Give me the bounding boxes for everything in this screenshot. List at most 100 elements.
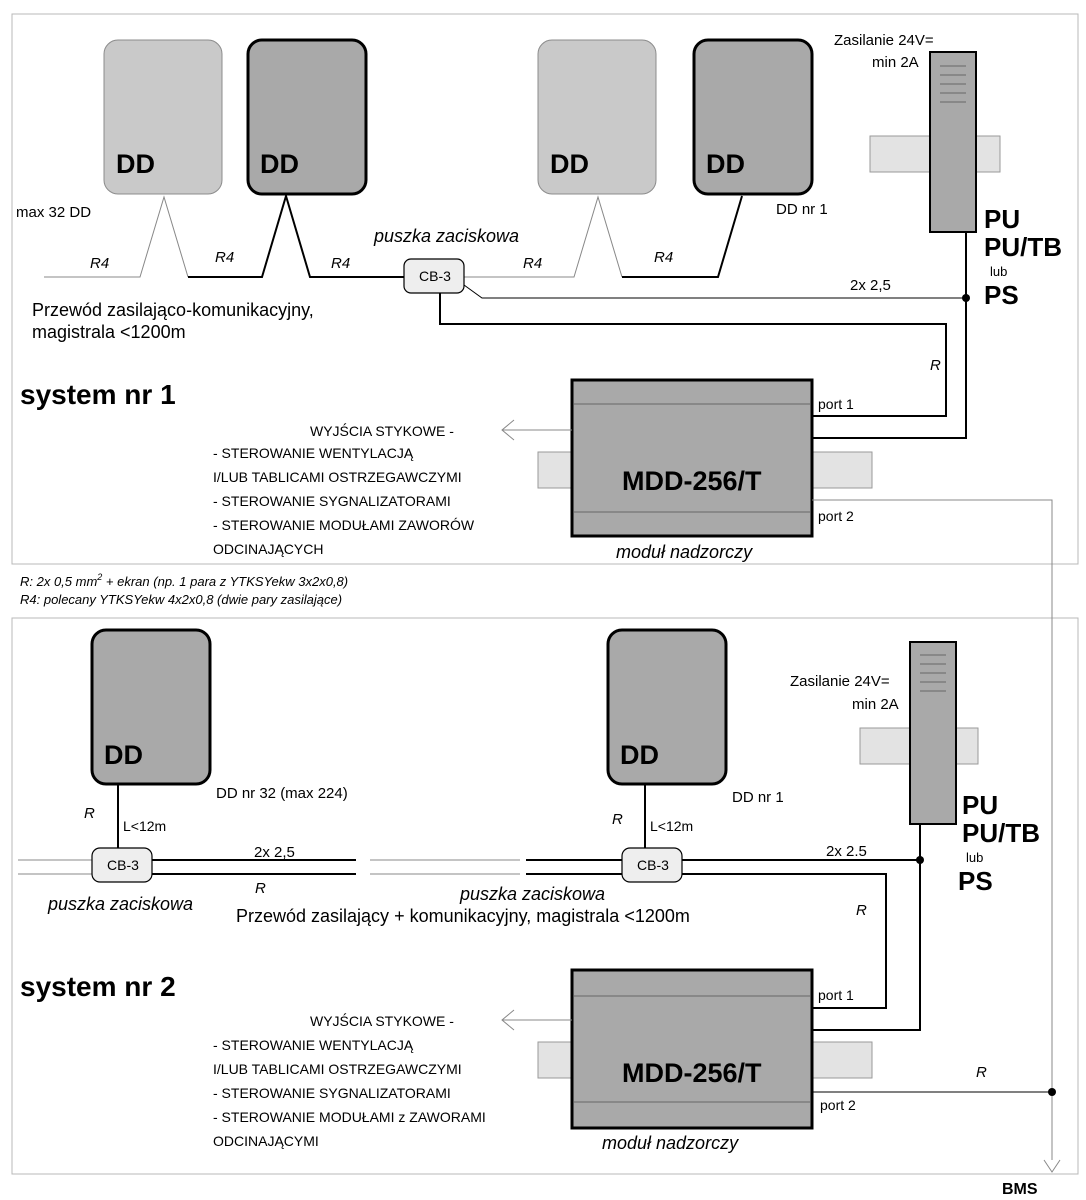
- cable-r-label: R: [84, 805, 95, 822]
- contact-output-line: - STEROWANIE MODUŁAMI ZAWORÓW: [213, 517, 475, 533]
- junction-box-label: CB-3: [107, 857, 139, 873]
- junction-box-label: CB-3: [419, 268, 451, 284]
- bms-line: [812, 499, 1053, 1160]
- contact-output-line: I/LUB TABLICAMI OSTRZEGAWCZYMI: [213, 1061, 462, 1077]
- stub-length-label: L<12m: [123, 818, 166, 834]
- dd-detector-label: DD: [706, 149, 745, 179]
- trunk-description: Przewód zasilający + komunikacyjny, magi…: [236, 906, 690, 926]
- dd-last-label: DD nr 32 (max 224): [216, 785, 348, 802]
- dd-detector-label: DD: [116, 149, 155, 179]
- supervisory-module-label: MDD-256/T: [622, 466, 762, 496]
- r4-bus-gray: [44, 195, 189, 278]
- power-unit: [909, 641, 957, 825]
- power-supply-label: Zasilanie 24V=: [790, 673, 890, 690]
- junction-dot: [1048, 1088, 1056, 1096]
- power-supply-label: Zasilanie 24V=: [834, 32, 934, 49]
- pu-label: PU: [962, 790, 998, 820]
- r4-bus: [188, 192, 404, 278]
- dd-detector: DD: [90, 628, 212, 786]
- power-feed-line: [812, 232, 967, 439]
- dd-detector-label: DD: [104, 740, 143, 770]
- dd-detector: DD: [103, 39, 223, 195]
- junction-box: CB-3: [621, 847, 683, 883]
- r4-bus: [622, 195, 743, 278]
- cable-r4-label: R4: [90, 255, 109, 272]
- cable-r-label: R: [976, 1064, 987, 1081]
- system-title: system nr 1: [20, 379, 176, 410]
- system1-section: DD DD DD DD R4 R4 R4 R4 R4 max 32 DD DD …: [16, 32, 1062, 1160]
- cable-r4-label: R4: [331, 255, 350, 272]
- power-feed-line: [812, 824, 921, 1031]
- pu-label: PU: [984, 204, 1020, 234]
- power-cable: [463, 284, 966, 299]
- contact-output-line: - STEROWANIE WENTYLACJĄ: [213, 1037, 414, 1053]
- system2-frame: [11, 617, 1079, 1175]
- stub-length-label: L<12m: [650, 818, 693, 834]
- power-cable-label: 2x 2,5: [850, 277, 891, 294]
- contact-output-line: ODCINAJĄCYCH: [213, 541, 323, 557]
- port1-label: port 1: [818, 987, 854, 1003]
- port2-label: port 2: [818, 508, 854, 524]
- supervisory-module-caption: moduł nadzorczy: [602, 1133, 739, 1153]
- contact-output-line: I/LUB TABLICAMI OSTRZEGAWCZYMI: [213, 469, 462, 485]
- contact-output-line: ODCINAJĄCYMI: [213, 1133, 319, 1149]
- r-cable: [682, 873, 887, 1009]
- trunk-length-label: magistrala <1200m: [32, 322, 186, 342]
- system-title: system nr 2: [20, 971, 176, 1002]
- system2-section: DD DD DD nr 32 (max 224) DD nr 1 R R L<1…: [18, 628, 1061, 1198]
- power-supply-min-label: min 2A: [872, 54, 919, 71]
- cable-r-label: R: [856, 902, 867, 919]
- bms-arrow: [1043, 1159, 1061, 1173]
- or-label: lub: [990, 264, 1007, 279]
- junction-box-caption: puszka zaciskowa: [373, 226, 519, 246]
- junction-box: CB-3: [91, 847, 153, 883]
- contact-output-line: - STEROWANIE MODUŁAMI z ZAWORAMI: [213, 1109, 486, 1125]
- contact-output-line: - STEROWANIE SYGNALIZATORAMI: [213, 493, 451, 509]
- dd-detector: DD: [246, 38, 368, 196]
- supervisory-module: MDD-256/T: [570, 378, 814, 538]
- junction-box-caption: puszka zaciskowa: [47, 894, 193, 914]
- legend-r4-definition: R4: polecany YTKSYekw 4x2x0,8 (dwie pary…: [20, 592, 342, 607]
- cable-r-label: R: [255, 880, 266, 897]
- trunk-description: Przewód zasilająco-komunikacyjny,: [32, 300, 314, 320]
- power-cable-label: 2x 2.5: [826, 843, 867, 860]
- power-cable-label: 2x 2,5: [254, 844, 295, 861]
- ps-label: PS: [984, 280, 1019, 310]
- dd-detector-label: DD: [260, 149, 299, 179]
- r-cable: [439, 293, 947, 417]
- power-unit: [929, 51, 977, 233]
- pu-tb-label: PU/TB: [962, 818, 1040, 848]
- dd-detector-label: DD: [620, 740, 659, 770]
- power-supply-min-label: min 2A: [852, 696, 899, 713]
- dd-first-label: DD nr 1: [732, 789, 784, 806]
- cable-r4-label: R4: [523, 255, 542, 272]
- supervisory-module-label: MDD-256/T: [622, 1058, 762, 1088]
- bms-label: BMS: [1002, 1181, 1038, 1198]
- legend-r-definition: R: 2x 0,5 mm2 + ekran (np. 1 para z YTKS…: [20, 572, 348, 589]
- contact-output-line: - STEROWANIE WENTYLACJĄ: [213, 445, 414, 461]
- dd-detector-label: DD: [550, 149, 589, 179]
- dd-detector: DD: [537, 39, 657, 195]
- junction-box-label: CB-3: [637, 857, 669, 873]
- dd-detector: DD: [606, 628, 728, 786]
- r4-bus-gray: [464, 195, 623, 278]
- dd-first-label: DD nr 1: [776, 201, 828, 218]
- cable-r4-label: R4: [654, 249, 673, 266]
- contact-outputs-title: WYJŚCIA STYKOWE -: [310, 1012, 454, 1029]
- ps-label: PS: [958, 866, 993, 896]
- port2-label: port 2: [820, 1097, 856, 1113]
- max-dd-label: max 32 DD: [16, 204, 91, 221]
- dd-detector: DD: [692, 38, 814, 196]
- cable-r-label: R: [930, 357, 941, 374]
- or-label: lub: [966, 850, 983, 865]
- port1-label: port 1: [818, 396, 854, 412]
- contact-outputs-title: WYJŚCIA STYKOWE -: [310, 422, 454, 439]
- cable-r4-label: R4: [215, 249, 234, 266]
- cable-legend: R: 2x 0,5 mm2 + ekran (np. 1 para z YTKS…: [20, 572, 348, 607]
- junction-box-caption: puszka zaciskowa: [459, 884, 605, 904]
- supervisory-module: MDD-256/T: [570, 968, 814, 1130]
- junction-box: CB-3: [403, 258, 465, 294]
- cable-r-label: R: [612, 811, 623, 828]
- supervisory-module-caption: moduł nadzorczy: [616, 542, 753, 562]
